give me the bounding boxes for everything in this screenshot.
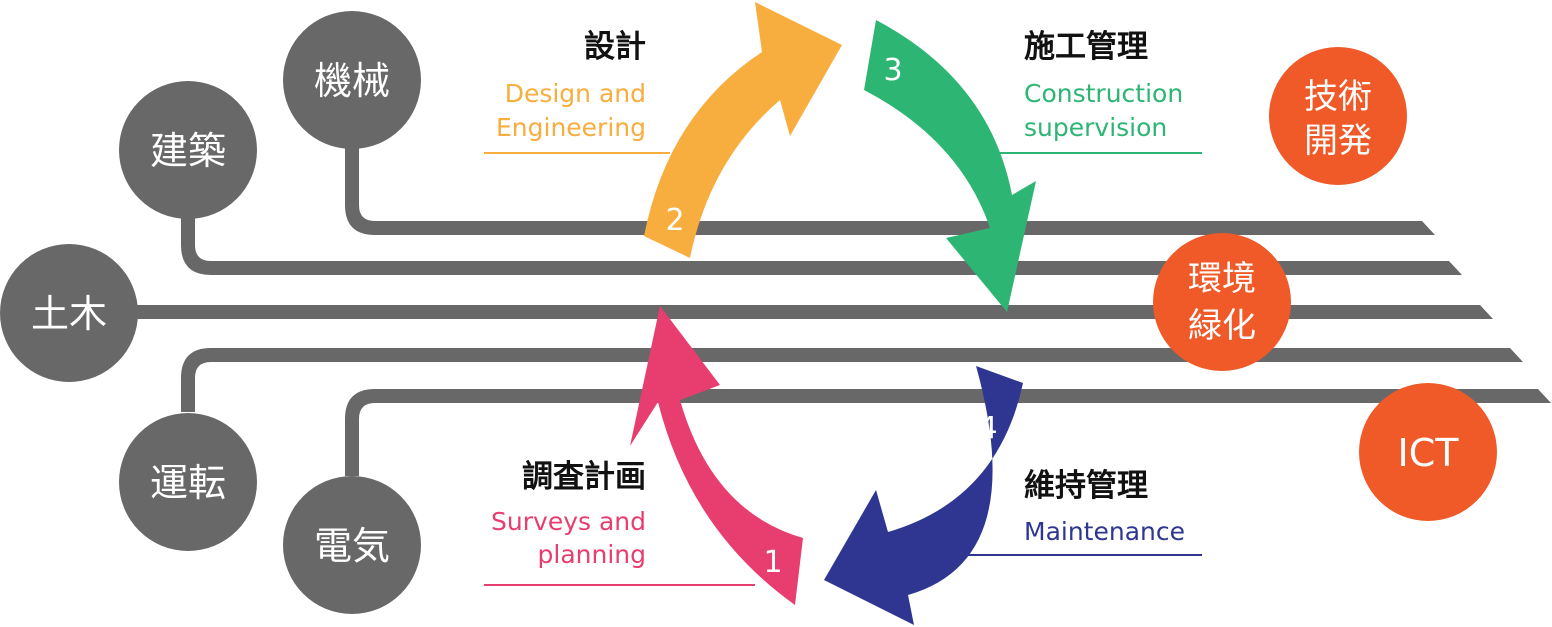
- step4-subtitle-line1: Maintenance: [1024, 517, 1185, 546]
- field-node-denki: 電気: [283, 476, 421, 614]
- step2-number: 2: [665, 203, 684, 238]
- step4-arrow: [824, 366, 1023, 625]
- field-node-kikai: 機械: [283, 11, 421, 149]
- field-node-doboku: 土木: [0, 244, 138, 382]
- field-line-kenchiku: [181, 218, 1462, 275]
- step4-number: 4: [978, 411, 997, 446]
- step3-subtitle-line1: Construction: [1024, 79, 1183, 108]
- step3-title: 施工管理: [1024, 29, 1148, 65]
- specialty-node-gijutsu: 技術 開発: [1269, 47, 1407, 185]
- step3-number: 3: [883, 53, 902, 88]
- field-node-unten: 運転: [119, 413, 257, 551]
- field-line-doboku: [130, 305, 1493, 319]
- specialty-label-kankyo-line2: 緑化: [1188, 306, 1256, 346]
- field-label-denki: 電気: [314, 524, 390, 568]
- field-label-unten: 運転: [150, 461, 226, 505]
- specialty-label-ict: ICT: [1398, 431, 1460, 475]
- step3-subtitle-line2: supervision: [1024, 113, 1167, 142]
- step1-number: 1: [763, 545, 782, 580]
- specialty-label-gijutsu-line2: 開発: [1304, 121, 1372, 161]
- field-label-kikai: 機械: [314, 59, 390, 103]
- step2-subtitle-line2: Engineering: [496, 113, 646, 142]
- step1-title: 調査計画: [522, 459, 646, 495]
- step2-title: 設計: [584, 29, 646, 65]
- step2-subtitle-line1: Design and: [505, 79, 646, 108]
- specialty-node-ict: ICT: [1359, 383, 1497, 521]
- step1-arrow: [630, 306, 803, 605]
- field-lines: [130, 148, 1551, 476]
- step1-subtitle-line1: Surveys and: [491, 507, 646, 536]
- step3-arrow: [864, 20, 1036, 312]
- field-node-kenchiku: 建築: [119, 81, 257, 219]
- step4-title: 維持管理: [1024, 468, 1148, 504]
- field-label-doboku: 土木: [31, 292, 107, 336]
- specialty-label-gijutsu-line1: 技術: [1304, 77, 1372, 117]
- specialty-label-kankyo-line1: 環境: [1188, 259, 1256, 299]
- field-label-kenchiku: 建築: [150, 129, 226, 173]
- field-line-kikai: [345, 148, 1435, 235]
- specialty-node-kankyo: 環境 緑化: [1153, 233, 1291, 371]
- field-line-unten: [181, 348, 1523, 412]
- step1-subtitle-line2: planning: [538, 540, 646, 569]
- step2-arrow: [644, 2, 842, 258]
